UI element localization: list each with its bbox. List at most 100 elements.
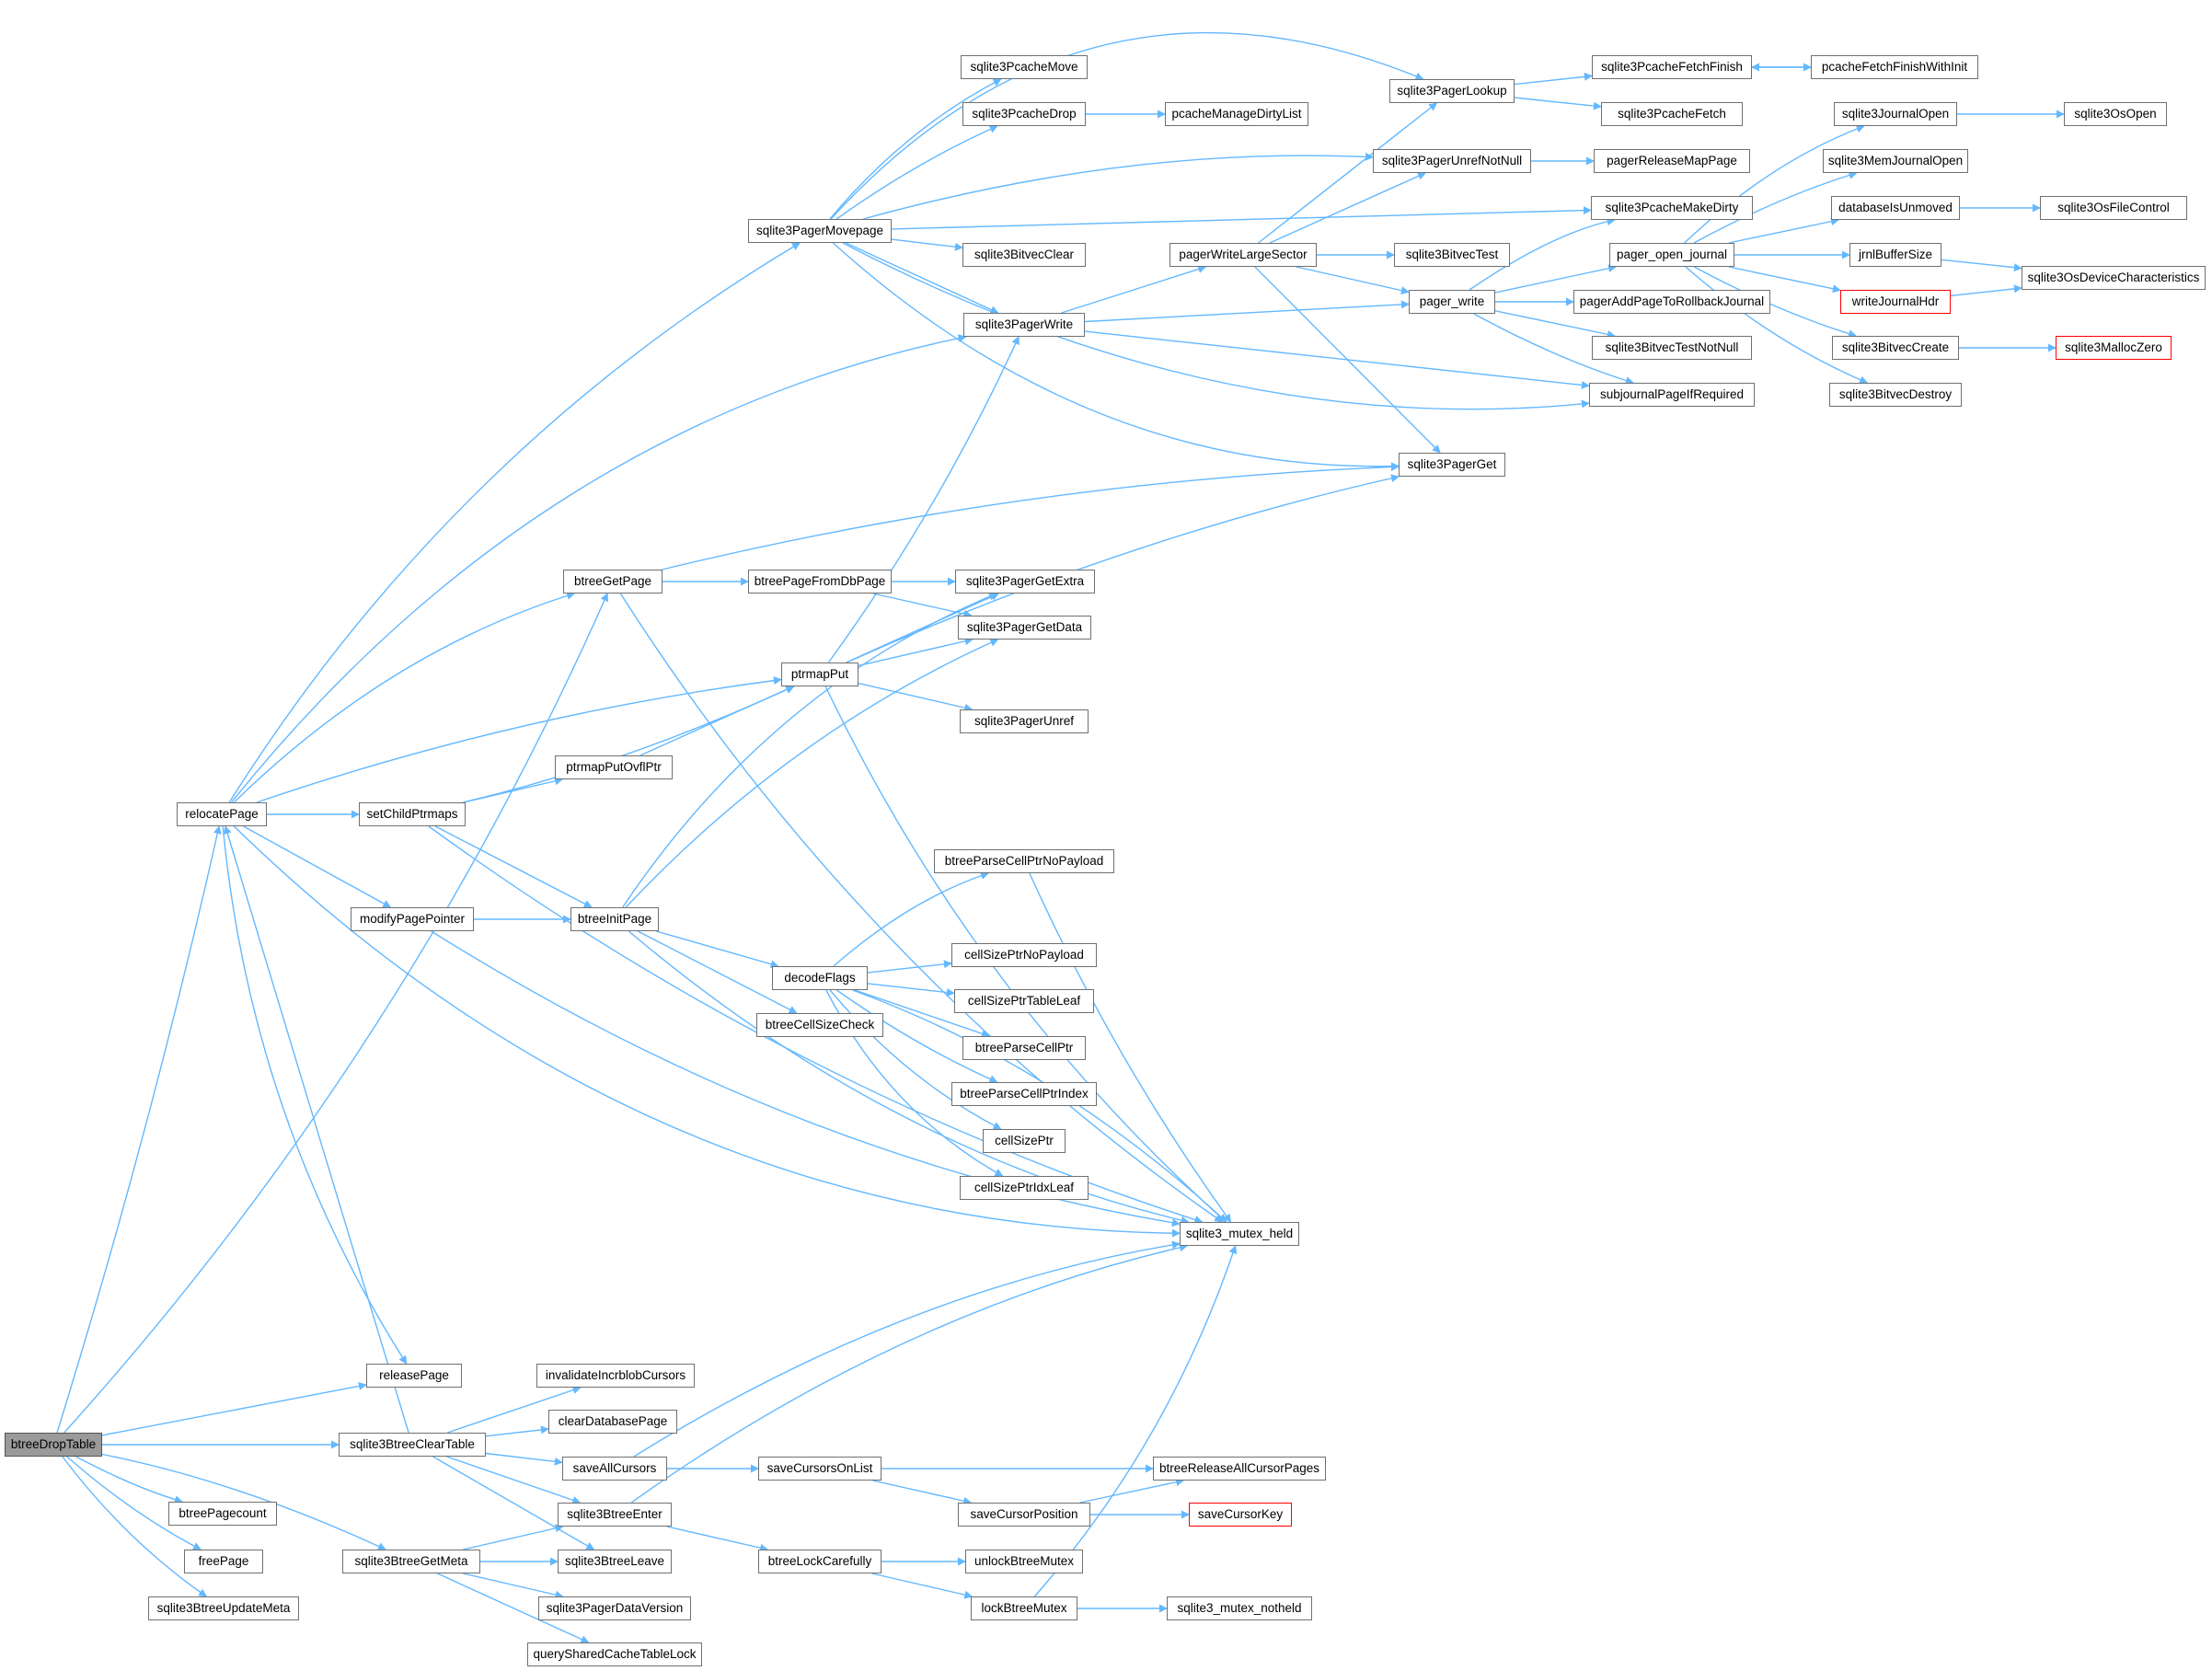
edge-n4-n2 bbox=[223, 825, 409, 1434]
node-sqlite3MallocZero[interactable]: sqlite3MallocZero bbox=[2056, 336, 2172, 360]
node-releasePage[interactable]: releasePage bbox=[366, 1364, 462, 1388]
node-sqlite3PagerDataVersion[interactable]: sqlite3PagerDataVersion bbox=[538, 1596, 691, 1620]
node-sqlite3PagerGet[interactable]: sqlite3PagerGet bbox=[1399, 453, 1505, 477]
node-setChildPtrmaps[interactable]: setChildPtrmaps bbox=[359, 802, 466, 826]
node-databaseIsUnmoved[interactable]: databaseIsUnmoved bbox=[1831, 196, 1960, 220]
node-pager_open_journal[interactable]: pager_open_journal bbox=[1609, 243, 1734, 267]
node-cellSizePtrNoPayload[interactable]: cellSizePtrNoPayload bbox=[951, 943, 1097, 967]
edge-n12-n64 bbox=[832, 242, 1400, 471]
node-pagerAddPageToRollbackJournal[interactable]: pagerAddPageToRollbackJournal bbox=[1573, 290, 1770, 314]
node-sqlite3MemJournalOpen[interactable]: sqlite3MemJournalOpen bbox=[1823, 149, 1968, 173]
node-freePage[interactable]: freePage bbox=[184, 1550, 263, 1573]
node-jrnlBufferSize[interactable]: jrnlBufferSize bbox=[1849, 243, 1941, 267]
edge-n1-n2 bbox=[56, 825, 222, 1434]
node-btreeCellSizeCheck[interactable]: btreeCellSizeCheck bbox=[756, 1013, 883, 1037]
node-btreePageFromDbPage[interactable]: btreePageFromDbPage bbox=[748, 570, 892, 593]
node-sqlite3PagerWrite[interactable]: sqlite3PagerWrite bbox=[963, 313, 1085, 337]
edge-n12-n20 bbox=[846, 242, 999, 314]
node-sqlite3_mutex_notheld[interactable]: sqlite3_mutex_notheld bbox=[1167, 1596, 1312, 1620]
node-btreeReleaseAllCursorPages[interactable]: btreeReleaseAllCursorPages bbox=[1153, 1457, 1326, 1481]
edge-n9-n64 bbox=[662, 463, 1400, 570]
node-querySharedCacheTableLock[interactable]: querySharedCacheTableLock bbox=[527, 1642, 702, 1666]
node-sqlite3OsFileControl[interactable]: sqlite3OsFileControl bbox=[2040, 196, 2187, 220]
node-cellSizePtr[interactable]: cellSizePtr bbox=[983, 1129, 1066, 1153]
node-sqlite3BitvecCreate[interactable]: sqlite3BitvecCreate bbox=[1832, 336, 1959, 360]
node-sqlite3BtreeClearTable[interactable]: sqlite3BtreeClearTable bbox=[339, 1433, 486, 1457]
edge-n7-n41 bbox=[437, 1573, 590, 1643]
edge-n1-n5 bbox=[75, 1456, 183, 1504]
node-decodeFlags[interactable]: decodeFlags bbox=[772, 966, 868, 990]
node-sqlite3PcacheMakeDirty[interactable]: sqlite3PcacheMakeDirty bbox=[1591, 196, 1753, 220]
edge-n60-n72 bbox=[1728, 266, 1841, 294]
node-sqlite3PcacheDrop[interactable]: sqlite3PcacheDrop bbox=[962, 102, 1086, 126]
node-btreeDropTable[interactable]: btreeDropTable bbox=[5, 1433, 102, 1457]
node-modifyPagePointer[interactable]: modifyPagePointer bbox=[351, 907, 474, 931]
node-btreeLockCarefully[interactable]: btreeLockCarefully bbox=[758, 1550, 881, 1573]
node-writeJournalHdr[interactable]: writeJournalHdr bbox=[1840, 290, 1951, 314]
edge-n13-n18 bbox=[858, 637, 974, 667]
node-sqlite3PagerUnrefNotNull[interactable]: sqlite3PagerUnrefNotNull bbox=[1373, 149, 1531, 173]
node-ptrmapPutOvflPtr[interactable]: ptrmapPutOvflPtr bbox=[555, 755, 673, 779]
node-sqlite3BitvecTest[interactable]: sqlite3BitvecTest bbox=[1394, 243, 1510, 267]
node-btreeParseCellPtrNoPayload[interactable]: btreeParseCellPtrNoPayload bbox=[934, 849, 1114, 873]
node-sqlite3PagerUnref[interactable]: sqlite3PagerUnref bbox=[960, 709, 1089, 733]
node-relocatePage[interactable]: relocatePage bbox=[177, 802, 267, 826]
node-sqlite3PagerMovepage[interactable]: sqlite3PagerMovepage bbox=[748, 219, 892, 243]
node-btreeGetPage[interactable]: btreeGetPage bbox=[563, 570, 662, 593]
node-sqlite3_mutex_held[interactable]: sqlite3_mutex_held bbox=[1180, 1222, 1299, 1246]
edge-n4-n36 bbox=[485, 1425, 549, 1437]
node-sqlite3BtreeUpdateMeta[interactable]: sqlite3BtreeUpdateMeta bbox=[148, 1596, 299, 1620]
node-pcacheManageDirtyList[interactable]: pcacheManageDirtyList bbox=[1165, 102, 1308, 126]
edge-n13-n20 bbox=[827, 336, 1020, 663]
edge-n4-n37 bbox=[485, 1452, 563, 1466]
node-btreeParseCellPtrIndex[interactable]: btreeParseCellPtrIndex bbox=[951, 1082, 1097, 1106]
node-saveCursorPosition[interactable]: saveCursorPosition bbox=[958, 1503, 1090, 1527]
edge-n59-n62 bbox=[1494, 310, 1616, 339]
node-sqlite3BtreeGetMeta[interactable]: sqlite3BtreeGetMeta bbox=[342, 1550, 480, 1573]
edge-n1-n9 bbox=[63, 593, 609, 1434]
node-saveAllCursors[interactable]: saveAllCursors bbox=[562, 1457, 667, 1481]
node-sqlite3PcacheMove[interactable]: sqlite3PcacheMove bbox=[961, 55, 1088, 79]
edge-n46-n48 bbox=[871, 1573, 974, 1599]
node-subjournalPageIfRequired[interactable]: subjournalPageIfRequired bbox=[1589, 383, 1755, 407]
node-sqlite3PagerLookup[interactable]: sqlite3PagerLookup bbox=[1389, 79, 1515, 103]
node-pager_write[interactable]: pager_write bbox=[1409, 290, 1495, 314]
node-sqlite3JournalOpen[interactable]: sqlite3JournalOpen bbox=[1834, 102, 1957, 126]
edge-n2-n9 bbox=[233, 592, 576, 803]
edge-n1-n7 bbox=[101, 1453, 386, 1550]
node-btreePagecount[interactable]: btreePagecount bbox=[168, 1502, 277, 1526]
node-sqlite3PcacheFetch[interactable]: sqlite3PcacheFetch bbox=[1601, 102, 1743, 126]
node-saveCursorKey[interactable]: saveCursorKey bbox=[1189, 1503, 1292, 1527]
node-btreeInitPage[interactable]: btreeInitPage bbox=[570, 907, 659, 931]
node-sqlite3OsDeviceCharacteristics[interactable]: sqlite3OsDeviceCharacteristics bbox=[2022, 266, 2206, 290]
node-cellSizePtrIdxLeaf[interactable]: cellSizePtrIdxLeaf bbox=[960, 1176, 1089, 1200]
node-sqlite3BtreeEnter[interactable]: sqlite3BtreeEnter bbox=[558, 1503, 672, 1527]
node-btreeParseCellPtr[interactable]: btreeParseCellPtr bbox=[962, 1036, 1086, 1060]
node-sqlite3BitvecTestNotNull[interactable]: sqlite3BitvecTestNotNull bbox=[1592, 336, 1752, 360]
node-pagerReleaseMapPage[interactable]: pagerReleaseMapPage bbox=[1594, 149, 1750, 173]
edge-n11-n34 bbox=[431, 930, 1181, 1227]
node-sqlite3OsOpen[interactable]: sqlite3OsOpen bbox=[2064, 102, 2167, 126]
edge-n57-n50 bbox=[1258, 102, 1438, 244]
node-clearDatabasePage[interactable]: clearDatabasePage bbox=[548, 1410, 677, 1434]
edge-n25-n28 bbox=[867, 960, 952, 974]
node-sqlite3PagerGetExtra[interactable]: sqlite3PagerGetExtra bbox=[955, 570, 1095, 593]
edge-n1-n8 bbox=[62, 1456, 208, 1597]
node-sqlite3BitvecClear[interactable]: sqlite3BitvecClear bbox=[962, 243, 1086, 267]
node-invalidateIncrblobCursors[interactable]: invalidateIncrblobCursors bbox=[536, 1364, 695, 1388]
node-ptrmapPut[interactable]: ptrmapPut bbox=[781, 663, 858, 686]
node-cellSizePtrTableLeaf[interactable]: cellSizePtrTableLeaf bbox=[954, 989, 1094, 1013]
edge-n10-n15 bbox=[434, 825, 593, 908]
edge-n12-n63 bbox=[842, 242, 1590, 410]
node-sqlite3PcacheFetchFinish[interactable]: sqlite3PcacheFetchFinish bbox=[1592, 55, 1752, 79]
node-unlockBtreeMutex[interactable]: unlockBtreeMutex bbox=[965, 1550, 1083, 1573]
node-pcacheFetchFinishWithInit[interactable]: pcacheFetchFinishWithInit bbox=[1811, 55, 1978, 79]
node-saveCursorsOnList[interactable]: saveCursorsOnList bbox=[758, 1457, 881, 1481]
edge-n13-n34 bbox=[824, 686, 1227, 1223]
node-pagerWriteLargeSector[interactable]: pagerWriteLargeSector bbox=[1169, 243, 1317, 267]
node-sqlite3BtreeLeave[interactable]: sqlite3BtreeLeave bbox=[558, 1550, 672, 1573]
node-lockBtreeMutex[interactable]: lockBtreeMutex bbox=[971, 1596, 1077, 1620]
node-sqlite3PagerGetData[interactable]: sqlite3PagerGetData bbox=[958, 616, 1091, 640]
node-sqlite3BitvecDestroy[interactable]: sqlite3BitvecDestroy bbox=[1829, 383, 1962, 407]
